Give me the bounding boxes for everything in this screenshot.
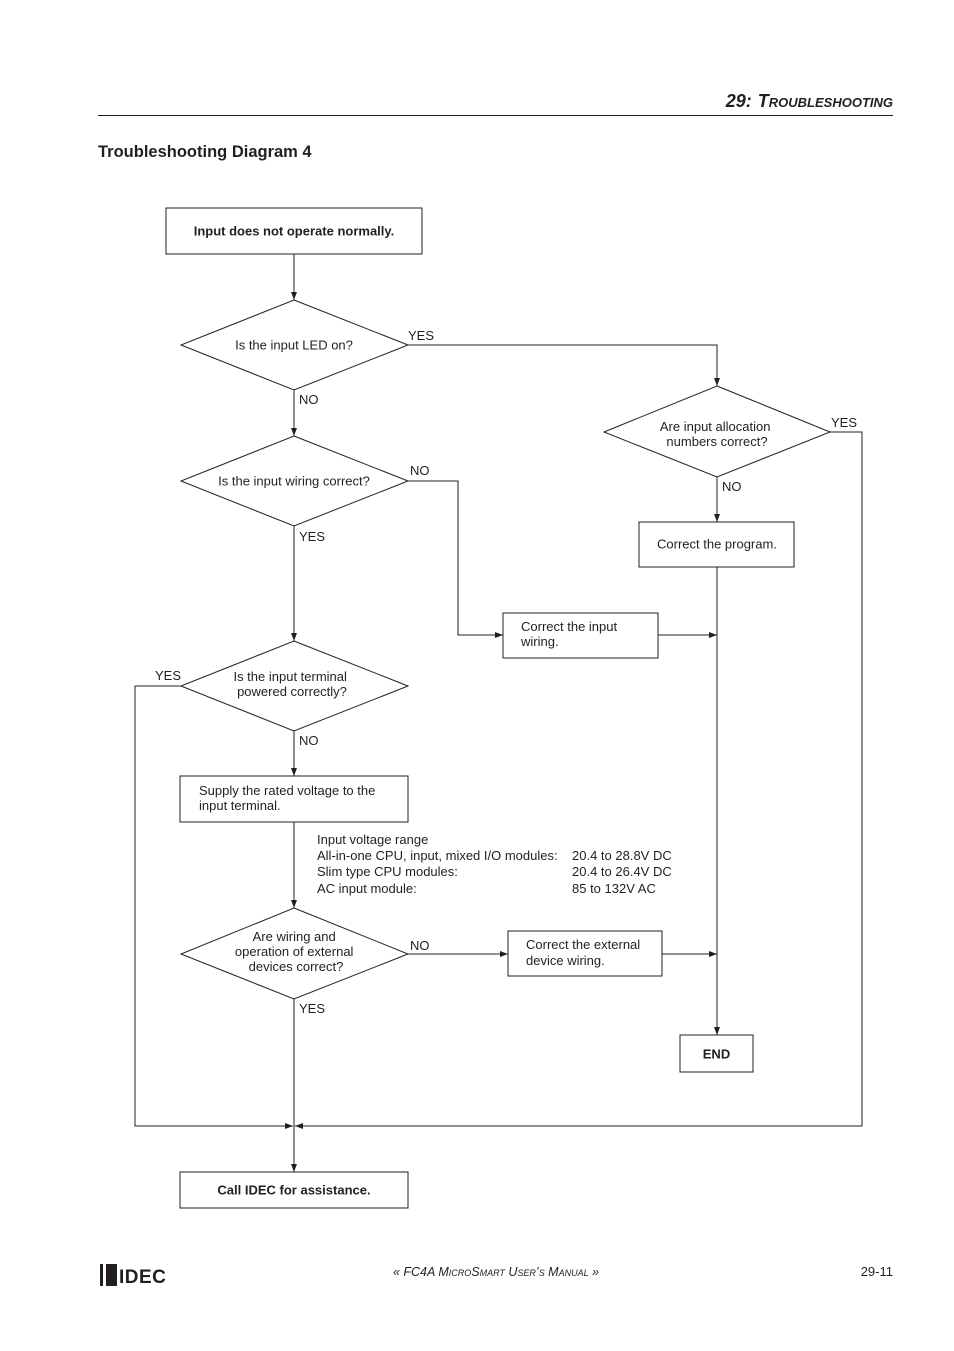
yes-label: YES: [831, 415, 857, 430]
note-module: Slim type CPU modules:: [317, 864, 458, 879]
action-text-line: device wiring.: [526, 953, 605, 968]
decision-text-line: devices correct?: [249, 959, 344, 974]
connector-led-yes: [408, 344, 720, 386]
decision-text-line: Are wiring and: [253, 929, 336, 944]
action-text-line: wiring.: [520, 634, 559, 649]
no-label: NO: [410, 463, 430, 478]
connector-wiring-no: [408, 480, 503, 638]
action-box: [179, 775, 409, 823]
decision-text-line: numbers correct?: [666, 434, 767, 449]
action-text-line: Correct the input: [521, 619, 617, 634]
action-box: [638, 521, 795, 568]
action-text: Supply the rated voltage to the input te…: [199, 783, 379, 813]
decision-wiring: Is the input wiring correct? NO YES: [179, 435, 430, 544]
decision-text: Is the input LED on?: [235, 338, 353, 353]
start-node: Input does not operate normally.: [165, 207, 423, 255]
decision-diamond: [179, 640, 410, 732]
decision-text-line: powered correctly?: [237, 684, 347, 699]
yes-label: YES: [299, 529, 325, 544]
idec-logo: IDEC: [100, 1264, 166, 1288]
end-box: [679, 1034, 754, 1073]
manual-title: « FC4A MicroSmart User’s Manual »: [393, 1265, 599, 1279]
decision-diamond: [179, 907, 410, 1000]
chapter-number: 29:: [725, 91, 752, 111]
call-idec-node: Call IDEC for assistance.: [179, 1171, 409, 1209]
decision-text: Is the input terminal powered correctly?: [233, 669, 350, 699]
decision-text-line: Is the input terminal: [233, 669, 347, 684]
decision-allocation: Are input allocation numbers correct? YE…: [602, 385, 857, 494]
action-text-line: Correct the external: [526, 937, 640, 952]
action-text-line: input terminal.: [199, 798, 281, 813]
chapter-heading: 29: Troubleshooting: [725, 91, 893, 111]
decision-terminal: Is the input terminal powered correctly?…: [155, 640, 410, 748]
action-box: [507, 930, 663, 977]
decision-text: Are input allocation numbers correct?: [660, 419, 774, 449]
yes-label: YES: [155, 668, 181, 683]
running-header: 29: Troubleshooting: [98, 91, 893, 116]
logo-mark-block: [106, 1264, 117, 1286]
decision-text-line: operation of external: [235, 944, 354, 959]
no-label: NO: [410, 938, 430, 953]
note-range: 85 to 132V AC: [572, 881, 656, 896]
decision-text: Is the input wiring correct?: [218, 474, 370, 489]
action-fix-external: Correct the external device wiring.: [507, 930, 663, 977]
decision-text-line: Are input allocation: [660, 419, 771, 434]
decision-led: Is the input LED on? YES NO: [179, 299, 434, 407]
end-text: END: [703, 1047, 730, 1062]
logo-mark-bar: [100, 1264, 103, 1286]
note-module: All-in-one CPU, input, mixed I/O modules…: [317, 848, 558, 863]
start-text: Input does not operate normally.: [194, 224, 395, 239]
page-number: 29-11: [861, 1264, 893, 1279]
action-text-line: Supply the rated voltage to the: [199, 783, 375, 798]
no-label: NO: [722, 479, 742, 494]
action-box: [502, 612, 659, 659]
action-fix-program: Correct the program.: [638, 521, 795, 568]
end-node: END: [679, 1034, 754, 1073]
action-text: Correct the input wiring.: [520, 619, 621, 649]
no-label: NO: [299, 392, 319, 407]
decision-diamond: [179, 435, 410, 527]
action-fix-wiring: Correct the input wiring.: [502, 612, 659, 659]
connector-allocation-yes: [295, 431, 863, 1129]
running-footer: IDEC « FC4A MicroSmart User’s Manual » 2…: [100, 1264, 893, 1288]
call-idec-text: Call IDEC for assistance.: [217, 1183, 370, 1198]
decision-external: Are wiring and operation of external dev…: [179, 907, 430, 1016]
note-range: 20.4 to 28.8V DC: [572, 848, 672, 863]
no-label: NO: [299, 733, 319, 748]
action-text: Correct the program.: [657, 537, 777, 552]
note-range: 20.4 to 26.4V DC: [572, 864, 672, 879]
logo-text: IDEC: [119, 1267, 166, 1288]
decision-diamond: [179, 299, 410, 391]
yes-label: YES: [299, 1001, 325, 1016]
start-box: [165, 207, 423, 255]
chapter-title: Troubleshooting: [758, 91, 893, 111]
connectors: [134, 254, 863, 1172]
action-supply-voltage: Supply the rated voltage to the input te…: [179, 775, 409, 823]
note-title: Input voltage range: [317, 832, 428, 847]
yes-label: YES: [408, 328, 434, 343]
call-idec-box: [179, 1171, 409, 1209]
note-module: AC input module:: [317, 881, 417, 896]
decision-diamond: [602, 385, 832, 478]
troubleshooting-flowchart: Input does not operate normally. Is the …: [134, 207, 863, 1209]
decision-text: Are wiring and operation of external dev…: [235, 929, 357, 974]
section-title: Troubleshooting Diagram 4: [98, 143, 312, 161]
connector-terminal-yes: [134, 685, 293, 1129]
voltage-range-note: Input voltage range All-in-one CPU, inpu…: [317, 832, 672, 896]
action-text: Correct the external device wiring.: [526, 937, 644, 968]
